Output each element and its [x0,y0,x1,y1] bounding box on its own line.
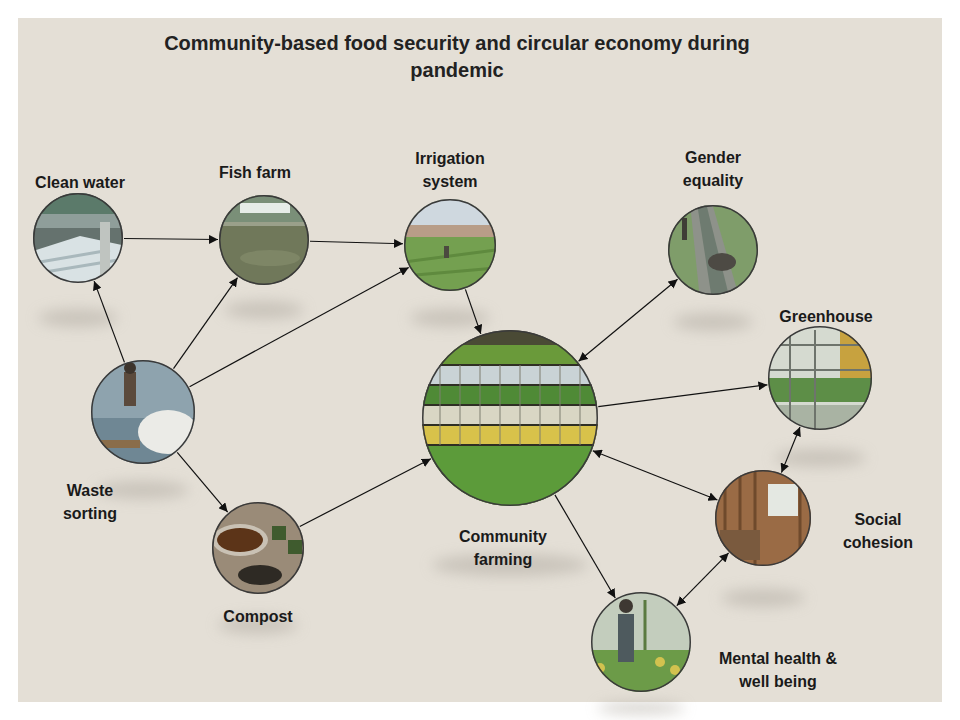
arrow-connector [677,553,729,606]
greenhouse-photo [765,323,876,435]
fish-farm-photo [215,192,315,292]
circle-border [34,194,123,283]
photo-node: Community farming [422,330,598,506]
arrow-connector [598,385,767,407]
node-label: Compost [223,605,292,628]
circle-outline [91,360,195,464]
clean-water-photo [30,190,130,290]
circle-border [213,503,304,594]
mental-health-photo [590,590,694,694]
circle-outline [668,205,758,295]
photo-node: Compost [212,502,304,594]
community-farming-photo [420,328,600,510]
circle-outline [404,199,496,291]
arrow-connector [173,278,237,369]
compost-photo [210,500,310,600]
arrow-connector [300,459,431,527]
photo-node: Waste sorting [91,360,195,464]
circle-border [405,200,496,291]
photo-node: Clean water [33,193,123,283]
arrow-connector [579,279,678,361]
arrow-connector [781,427,800,473]
circle-outline [591,592,691,692]
node-label: Waste sorting [54,479,126,525]
node-label: Gender equality [672,146,754,192]
node-label: Clean water [35,171,125,194]
arrow-connector [94,281,124,362]
node-label: Community farming [455,525,551,571]
irrigation-photo [400,197,500,297]
arrow-connector [190,267,409,386]
circle-outline [219,195,309,285]
circle-border [769,327,872,430]
circle-border [423,331,598,506]
drop-shadows [38,301,866,714]
circle-border [220,196,309,285]
photo-node: Fish farm [219,195,309,285]
circle-outline [212,502,304,594]
node-label: Greenhouse [779,305,872,328]
circle-outline [768,326,872,430]
circle-outline [33,193,123,283]
node-label: Mental health & well being [707,647,849,693]
arrow-connector [555,495,615,598]
circle-border [716,471,811,566]
circle-outline [422,330,598,506]
node-label: Social cohesion [837,508,919,554]
photo-node: Social cohesion [715,470,811,566]
arrow-connector [124,238,218,239]
arrow-connector [593,451,718,500]
arrow-connector [310,241,403,244]
gender-equality-photo [665,203,765,303]
arrow-connector [465,289,480,334]
circle-outline [715,470,811,566]
photo-node: Greenhouse [768,326,872,430]
circle-border [592,593,691,692]
photo-node: Gender equality [668,205,758,295]
circle-border [669,206,758,295]
circle-border [92,361,195,464]
diagram-title: Community-based food security and circul… [137,30,777,84]
slide-panel [18,18,942,702]
node-label: Irrigation system [404,147,496,193]
waste-sorting-photo [88,357,198,468]
photo-node: Irrigation system [404,199,496,291]
arrow-connector [177,452,227,512]
node-label: Fish farm [219,161,291,184]
photo-node: Mental health & well being [591,592,691,692]
